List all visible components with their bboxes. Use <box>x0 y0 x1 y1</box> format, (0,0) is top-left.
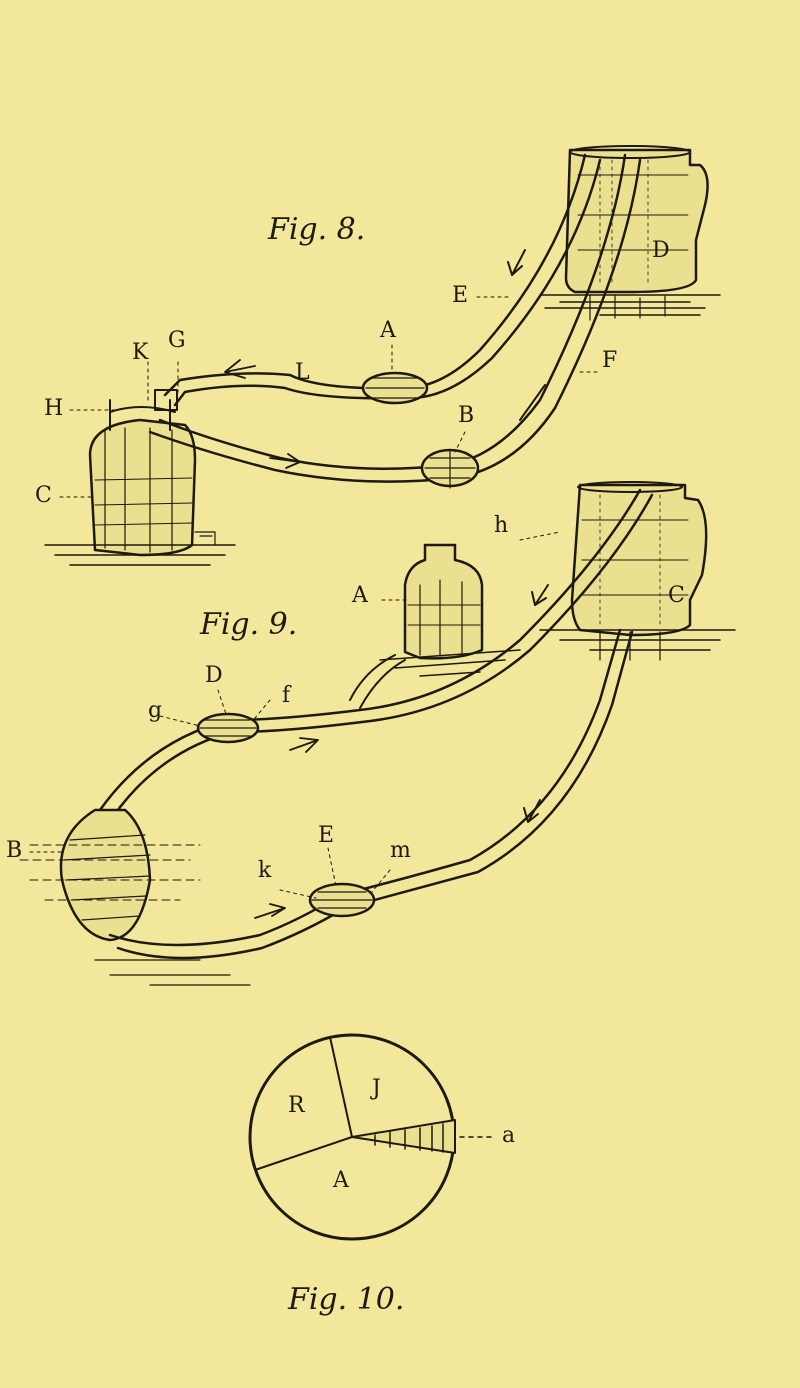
fig9-tube-upper <box>98 488 654 820</box>
fig8-label-c: C <box>35 483 52 508</box>
fig9-label-m: m <box>390 838 411 863</box>
fig9-label-k: k <box>258 858 272 883</box>
fig8-tube-upper <box>163 153 602 407</box>
fig8-jar-c <box>44 389 236 566</box>
fig9-tube-lower <box>108 628 634 960</box>
fig8-label-b: B <box>458 403 475 428</box>
fig10-label-upper-left: R <box>288 1093 305 1118</box>
fig8-caption: Fig. 8. <box>268 212 366 247</box>
fig8-label-g: G <box>168 328 186 353</box>
fig8-jar-d <box>539 145 721 321</box>
fig10-label-bottom: A <box>333 1168 349 1193</box>
fig9-label-a: A <box>352 583 368 608</box>
fig9-label-g: g <box>148 698 163 723</box>
fig8-label-a: A <box>380 318 396 343</box>
fig8-tube-lower <box>148 153 642 489</box>
fig8-drawing <box>44 145 721 566</box>
fig8-label-h: H <box>44 396 64 421</box>
fig10-label-upper-right: J <box>372 1076 381 1101</box>
fig8-label-l: L <box>295 360 310 385</box>
fig10-wedge <box>351 1119 456 1154</box>
fig9-drawing <box>19 481 736 986</box>
fig9-jar-c <box>539 481 736 661</box>
fig9-label-h: h <box>494 513 509 538</box>
fig8-label-f: F <box>602 348 618 373</box>
fig9-bottle-a <box>379 543 521 677</box>
fig9-bulb-b <box>19 808 251 986</box>
fig8-label-d: D <box>652 238 670 263</box>
leader-lines <box>29 296 601 899</box>
fig8-label-k: K <box>132 340 149 365</box>
fig9-label-f: f <box>282 683 291 708</box>
fig9-caption: Fig. 9. <box>200 607 298 642</box>
fig9-label-c: C <box>668 583 685 608</box>
fig10-caption: Fig. 10. <box>288 1282 405 1317</box>
fig9-label-e: E <box>318 823 335 848</box>
fig8-label-e: E <box>452 283 469 308</box>
fig9-label-b: B <box>6 838 23 863</box>
fig10-drawing <box>248 1033 493 1241</box>
fig10-label-pointer: a <box>502 1123 516 1148</box>
fig9-label-d: D <box>205 663 223 688</box>
